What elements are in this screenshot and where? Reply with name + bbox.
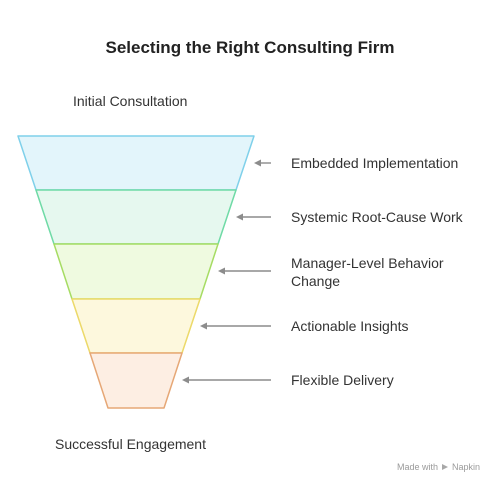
arrow-2-icon (236, 213, 271, 221)
arrow-1-icon (254, 159, 271, 167)
funnel-segment-2 (35, 189, 237, 245)
funnel-segment-5 (89, 352, 183, 409)
funnel-segment-3 (53, 243, 219, 300)
napkin-logo-icon (441, 464, 448, 470)
arrow-4-icon (200, 322, 271, 330)
stage-label-1: Embedded Implementation (291, 155, 459, 171)
stage-label-5: Flexible Delivery (291, 372, 394, 388)
arrow-3-icon (218, 267, 271, 275)
top-caption: Initial Consultation (73, 93, 188, 109)
stage-label-4: Actionable Insights (291, 318, 409, 334)
diagram-title: Selecting the Right Consulting Firm (105, 38, 395, 57)
watermark: Made with Napkin (397, 462, 480, 472)
stage-label-2: Systemic Root-Cause Work (291, 209, 463, 225)
watermark-prefix: Made with (396, 462, 438, 472)
stage-label-3: Manager-Level Behavior Change (291, 255, 444, 289)
watermark-brand: Napkin (451, 462, 480, 472)
funnel-segment-4 (71, 298, 201, 354)
bottom-caption: Successful Engagement (55, 436, 206, 452)
funnel-segment-1 (17, 135, 255, 191)
arrow-5-icon (182, 376, 271, 384)
